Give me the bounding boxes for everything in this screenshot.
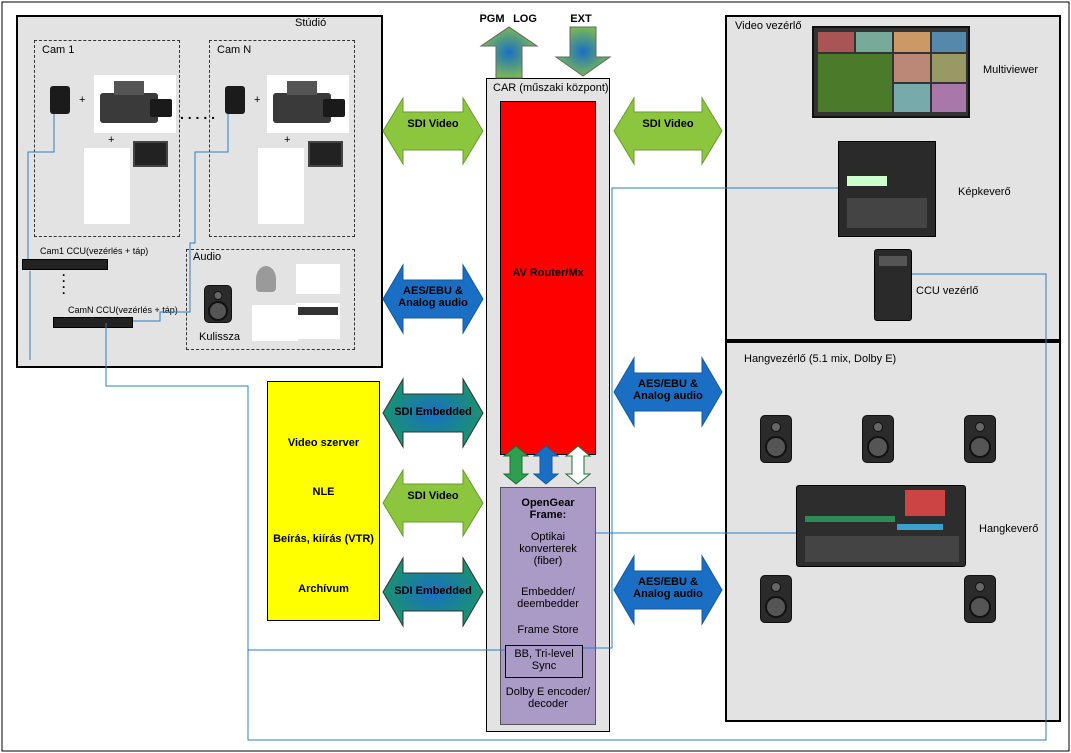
internal-arrow-green: [502, 445, 530, 485]
aes-arrow-car-audio-1: [613, 356, 723, 428]
sdi-video-label-3: SDI Video: [407, 490, 459, 502]
ccu-controller-image: [874, 249, 912, 321]
speaker-rear-left: [760, 575, 792, 623]
audio-group: [186, 249, 355, 350]
cable-ccu-sync: [105, 323, 505, 651]
aes-label-2: AES/EBU & Analog audio: [633, 378, 703, 402]
pgm-log-arrow: [479, 26, 539, 79]
ccu1-unit-image: [22, 259, 108, 270]
camN-camera-image: [267, 75, 349, 133]
cam1-tripod-image: [84, 148, 130, 224]
internal-arrow-white: [564, 445, 592, 485]
audio-label: Audio: [193, 251, 222, 263]
speaker-front-right: [964, 415, 996, 463]
cam1-monitor-image: [133, 141, 168, 167]
sdi-embedded-label-1: SDI Embedded: [394, 406, 472, 418]
label-pgm: PGM: [479, 13, 504, 25]
kepkevero-image: [838, 141, 936, 237]
ccuN-unit-image: [53, 317, 133, 328]
label-log: LOG: [513, 13, 537, 25]
opengear-block: [500, 487, 596, 725]
cam1-label: Cam 1: [42, 44, 75, 56]
av-router-label: AV Router/Mx: [512, 267, 584, 279]
cable-cam1-viewfinder: [27, 114, 55, 259]
opengear-title: OpenGear Frame:: [521, 497, 575, 521]
ccuN-label: CamN CCU(vezérlés + táp): [68, 305, 178, 315]
kepkevero-label: Képkeverő: [958, 186, 1011, 198]
sdi-embedded-arrow-1: [382, 377, 484, 449]
hangkevero-image: [796, 485, 966, 567]
receiver-image: [296, 303, 340, 339]
cam1-camera-image: [94, 75, 176, 133]
camN-group: [209, 40, 355, 237]
audio-control-title: Hangvezérlő (5.1 mix, Dolby E): [744, 353, 897, 365]
camera-ellipsis: . . . . .: [180, 106, 216, 122]
speaker-center: [862, 415, 894, 463]
kulissza-label: Kulissza: [199, 331, 240, 343]
cable-camN-viewfinder: [133, 114, 229, 322]
ext-arrow: [554, 26, 612, 77]
dolby-label: Dolby E encoder/ decoder: [505, 686, 591, 710]
studio-title: Stúdió: [295, 17, 327, 29]
camN-label: Cam N: [217, 44, 252, 56]
server-item-nle: NLE: [312, 486, 335, 498]
bb-sync-label: BB, Tri-level Sync: [514, 648, 574, 672]
cable-loop-outer: [247, 273, 1047, 741]
camN-plus-1: +: [254, 94, 261, 106]
server-block: [267, 381, 380, 621]
aes-label-3: AES/EBU & Analog audio: [633, 576, 703, 600]
server-item-vtr: Beírás, kiírás (VTR): [273, 533, 374, 545]
av-router-block: [500, 101, 596, 455]
aes-label-1: AES/EBU & Analog audio: [398, 285, 468, 309]
sdi-video-arrow-server-car: [382, 468, 484, 538]
sdi-video-label-2: SDI Video: [642, 118, 694, 130]
cable-bb-kepkevero: [583, 187, 838, 649]
sdi-video-arrow-studio-car: [382, 96, 484, 166]
ccu-vertical-ellipsis: ····: [62, 268, 66, 300]
car-title: CAR (műszaki központ): [493, 82, 609, 94]
microphone-image-2: [296, 264, 340, 294]
multiviewer-label: Multiviewer: [983, 64, 1039, 76]
opengear-item-optics: Optikai konverterek (fiber): [519, 531, 577, 567]
cam1-plus-1: +: [79, 94, 86, 106]
multiviewer-image: [812, 26, 970, 118]
camN-monitor-image: [308, 141, 343, 167]
cam1-viewfinder-image: [50, 86, 70, 114]
cam1-plus-2: +: [108, 134, 115, 146]
ccu-controller-label: CCU vezérlő: [916, 285, 979, 297]
microphone-image-1: [256, 266, 276, 292]
sdi-video-label-1: SDI Video: [407, 118, 459, 130]
camN-tripod-image: [258, 148, 304, 224]
camN-viewfinder-image: [225, 86, 245, 114]
cam1-group: [34, 40, 180, 237]
ccu1-label: Cam1 CCU(vezérlés + táp): [40, 246, 149, 256]
sdi-embedded-arrow-2: [382, 556, 484, 628]
label-ext: EXT: [570, 13, 592, 25]
opengear-item-framestore: Frame Store: [517, 624, 579, 636]
speaker-rear-right: [964, 575, 996, 623]
video-control-title: Video vezérlő: [735, 20, 802, 32]
opengear-item-embedder: Embedder/ deembedder: [517, 586, 579, 610]
internal-arrow-blue: [532, 445, 560, 485]
sdi-embedded-label-2: SDI Embedded: [394, 585, 472, 597]
aes-arrow-studio-car: [382, 263, 484, 335]
server-item-video-szerver: Video szerver: [287, 437, 360, 449]
camN-plus-2: +: [284, 134, 291, 146]
hangkevero-label: Hangkeverő: [979, 523, 1039, 535]
aes-arrow-car-audio-2: [613, 554, 723, 626]
wireless-mic-image: [252, 305, 298, 341]
kulissza-speaker-image: [204, 285, 232, 323]
sdi-video-arrow-car-video: [613, 96, 723, 166]
speaker-front-left: [760, 415, 792, 463]
server-item-archivum: Archívum: [298, 583, 349, 595]
bb-sync-box: [505, 645, 583, 678]
